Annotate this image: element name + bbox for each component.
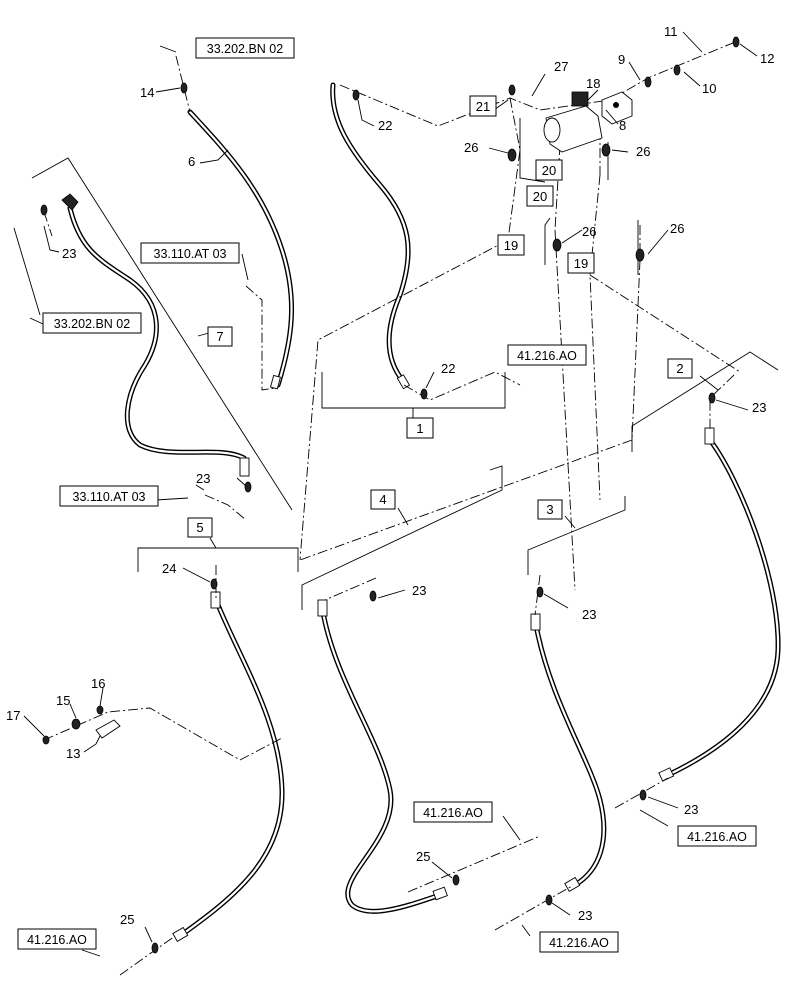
- callout-6: 6: [188, 154, 195, 169]
- callout-17: 17: [6, 708, 20, 723]
- ref-33110-low: 33.110.AT 03: [59, 485, 159, 507]
- ref-33202-top: 33.202.BN 02: [195, 37, 295, 59]
- callout-12: 12: [760, 51, 774, 66]
- boxed-part-19-a: 19: [497, 234, 525, 256]
- callout-26-a: 26: [464, 140, 478, 155]
- callout-25-b: 25: [120, 912, 134, 927]
- ref-33110-low-text: 33.110.AT 03: [73, 490, 146, 504]
- ref-41216-mid: 41.216.AO: [413, 801, 493, 823]
- boxed-part-19-b: 19: [567, 252, 595, 274]
- group-label-5-text: 5: [196, 520, 203, 535]
- callout-27: 27: [554, 59, 568, 74]
- ref-33202-left: 33.202.BN 02: [42, 312, 142, 334]
- ref-33202-top-text: 33.202.BN 02: [207, 42, 283, 56]
- ref-33110-mid-text: 33.110.AT 03: [154, 247, 227, 261]
- callout-14: 14: [140, 85, 154, 100]
- boxed-part-20-a: 20: [535, 159, 563, 181]
- group-label-1-text: 1: [416, 421, 423, 436]
- group-label-7: 7: [207, 326, 233, 347]
- callout-25-a: 25: [416, 849, 430, 864]
- hose-4: [317, 599, 448, 914]
- callout-18: 18: [586, 76, 600, 91]
- group-brackets: [13, 118, 779, 610]
- callout-23-d: 23: [582, 607, 596, 622]
- group-label-5: 5: [187, 517, 213, 538]
- callout-16: 16: [91, 676, 105, 691]
- callout-13: 13: [66, 746, 80, 761]
- callout-26-d: 26: [670, 221, 684, 236]
- ref-41216-bottom: 41.216.AO: [539, 931, 619, 953]
- callout-23-g: 23: [578, 908, 592, 923]
- boxed-part-19-b-text: 19: [574, 256, 588, 271]
- boxed-part-20-b: 20: [526, 185, 554, 207]
- callout-23-a: 23: [62, 246, 76, 261]
- hose-7: [61, 193, 250, 477]
- group-label-3: 3: [537, 499, 563, 520]
- group-label-2-text: 2: [676, 361, 683, 376]
- motor-18: [543, 91, 633, 153]
- group-label-2: 2: [667, 358, 693, 379]
- callout-8: 8: [619, 118, 626, 133]
- ref-41216-mid-text: 41.216.AO: [423, 806, 483, 820]
- hose-1: [330, 82, 411, 390]
- group-label-7-text: 7: [216, 329, 223, 344]
- callout-23-e: 23: [752, 400, 766, 415]
- boxed-part-20-a-text: 20: [542, 163, 556, 178]
- callout-23-f: 23: [684, 802, 698, 817]
- fittings: [40, 36, 740, 954]
- ref-41216-center-text: 41.216.AO: [517, 349, 577, 363]
- callout-23-c: 23: [412, 583, 426, 598]
- center-lines: [43, 39, 741, 976]
- boxed-part-19-a-text: 19: [504, 238, 518, 253]
- ref-41216-right-text: 41.216.AO: [687, 830, 747, 844]
- callout-26-c: 26: [582, 224, 596, 239]
- part-callouts: 6 8 9 10 11 12 13 14 15 16 17 18 22 22 2…: [6, 24, 774, 927]
- group-label-1: 1: [406, 417, 434, 439]
- callout-11: 11: [664, 24, 678, 39]
- hose-6: [187, 109, 295, 390]
- ref-33202-left-text: 33.202.BN 02: [54, 317, 130, 331]
- boxed-part-21-text: 21: [476, 99, 490, 114]
- ref-41216-bottom-text: 41.216.AO: [549, 936, 609, 950]
- hose-2: [658, 427, 781, 782]
- callout-10: 10: [702, 81, 716, 96]
- callout-23-b: 23: [196, 471, 210, 486]
- callout-24: 24: [162, 561, 176, 576]
- hose-5: [172, 591, 285, 942]
- group-label-3-text: 3: [546, 502, 553, 517]
- boxed-part-21: 21: [469, 95, 497, 117]
- boxed-part-20-b-text: 20: [533, 189, 547, 204]
- ref-33110-mid: 33.110.AT 03: [140, 242, 240, 264]
- leader-lines: [23, 31, 758, 957]
- hose-3: [530, 613, 607, 892]
- callout-9: 9: [618, 52, 625, 67]
- ref-41216-center: 41.216.AO: [507, 344, 587, 366]
- ref-41216-left: 41.216.AO: [17, 928, 97, 950]
- callout-15: 15: [56, 693, 70, 708]
- callout-22-top: 22: [378, 118, 392, 133]
- ref-41216-left-text: 41.216.AO: [27, 933, 87, 947]
- group-label-4-text: 4: [379, 492, 386, 507]
- callout-26-b: 26: [636, 144, 650, 159]
- callout-22-low: 22: [441, 361, 455, 376]
- group-label-4: 4: [370, 489, 396, 510]
- ref-41216-right: 41.216.AO: [677, 825, 757, 847]
